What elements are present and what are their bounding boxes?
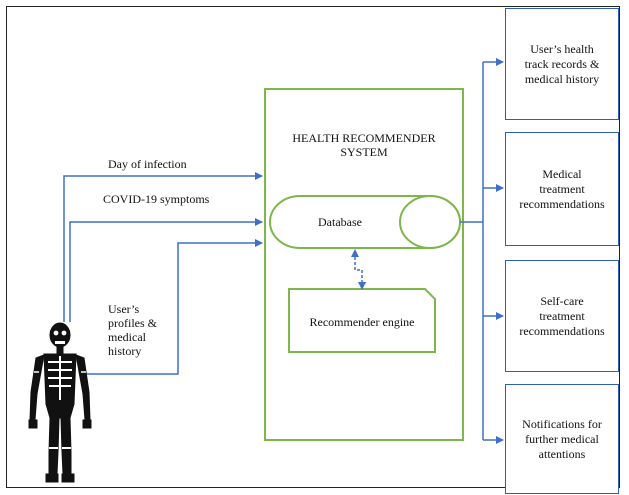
output-health-records-line2: track records &: [524, 56, 600, 71]
output-connectors: [460, 58, 504, 444]
label-user-profiles-line2: profiles &: [108, 316, 157, 330]
output-medical-treatment-line2: treatment: [539, 181, 585, 196]
database-label: Database: [318, 215, 362, 229]
output-self-care-line1: Self-care: [540, 293, 584, 308]
label-user-profiles-line1: User’s: [108, 302, 140, 316]
system-title-line2: SYSTEM: [340, 145, 388, 159]
arrow-user-profiles: [85, 239, 263, 375]
arrow-day-of-infection: [63, 172, 263, 322]
output-medical-treatment-line3: recommendations: [519, 196, 605, 211]
output-medical-treatment: Medical treatment recommendations: [505, 132, 619, 246]
output-notifications-line2: further medical: [525, 431, 599, 446]
system-title-line1: HEALTH RECOMMENDER: [292, 131, 436, 145]
output-health-records-line1: User’s health: [530, 41, 594, 56]
label-day-of-infection: Day of infection: [108, 157, 187, 171]
output-health-records-line3: medical history: [524, 71, 600, 86]
human-skeleton-icon: [28, 322, 92, 483]
output-notifications: Notifications for further medical attent…: [505, 384, 619, 494]
arrow-covid-symptoms: [69, 218, 263, 322]
diagram-frame: [6, 6, 620, 488]
label-user-profiles-line3: medical: [108, 330, 146, 344]
recommender-engine-label: Recommender engine: [309, 315, 415, 329]
output-medical-treatment-line1: Medical: [542, 166, 582, 181]
database-cylinder: [269, 195, 461, 249]
output-self-care-line3: recommendations: [519, 323, 605, 338]
output-self-care: Self-care treatment recommendations: [505, 260, 619, 372]
db-engine-connector: [351, 249, 366, 290]
system-container: [264, 88, 464, 441]
output-notifications-line1: Notifications for: [522, 416, 602, 431]
label-user-profiles: User’s profiles & medical history: [108, 302, 188, 358]
output-self-care-line2: treatment: [539, 308, 585, 323]
label-covid-symptoms: COVID-19 symptoms: [103, 192, 210, 206]
output-health-records: User’s health track records & medical hi…: [505, 8, 619, 120]
label-user-profiles-line4: history: [108, 344, 142, 358]
recommender-engine-box: [288, 288, 436, 353]
system-title: HEALTH RECOMMENDER SYSTEM: [272, 131, 456, 159]
output-notifications-line3: attentions: [538, 446, 586, 461]
